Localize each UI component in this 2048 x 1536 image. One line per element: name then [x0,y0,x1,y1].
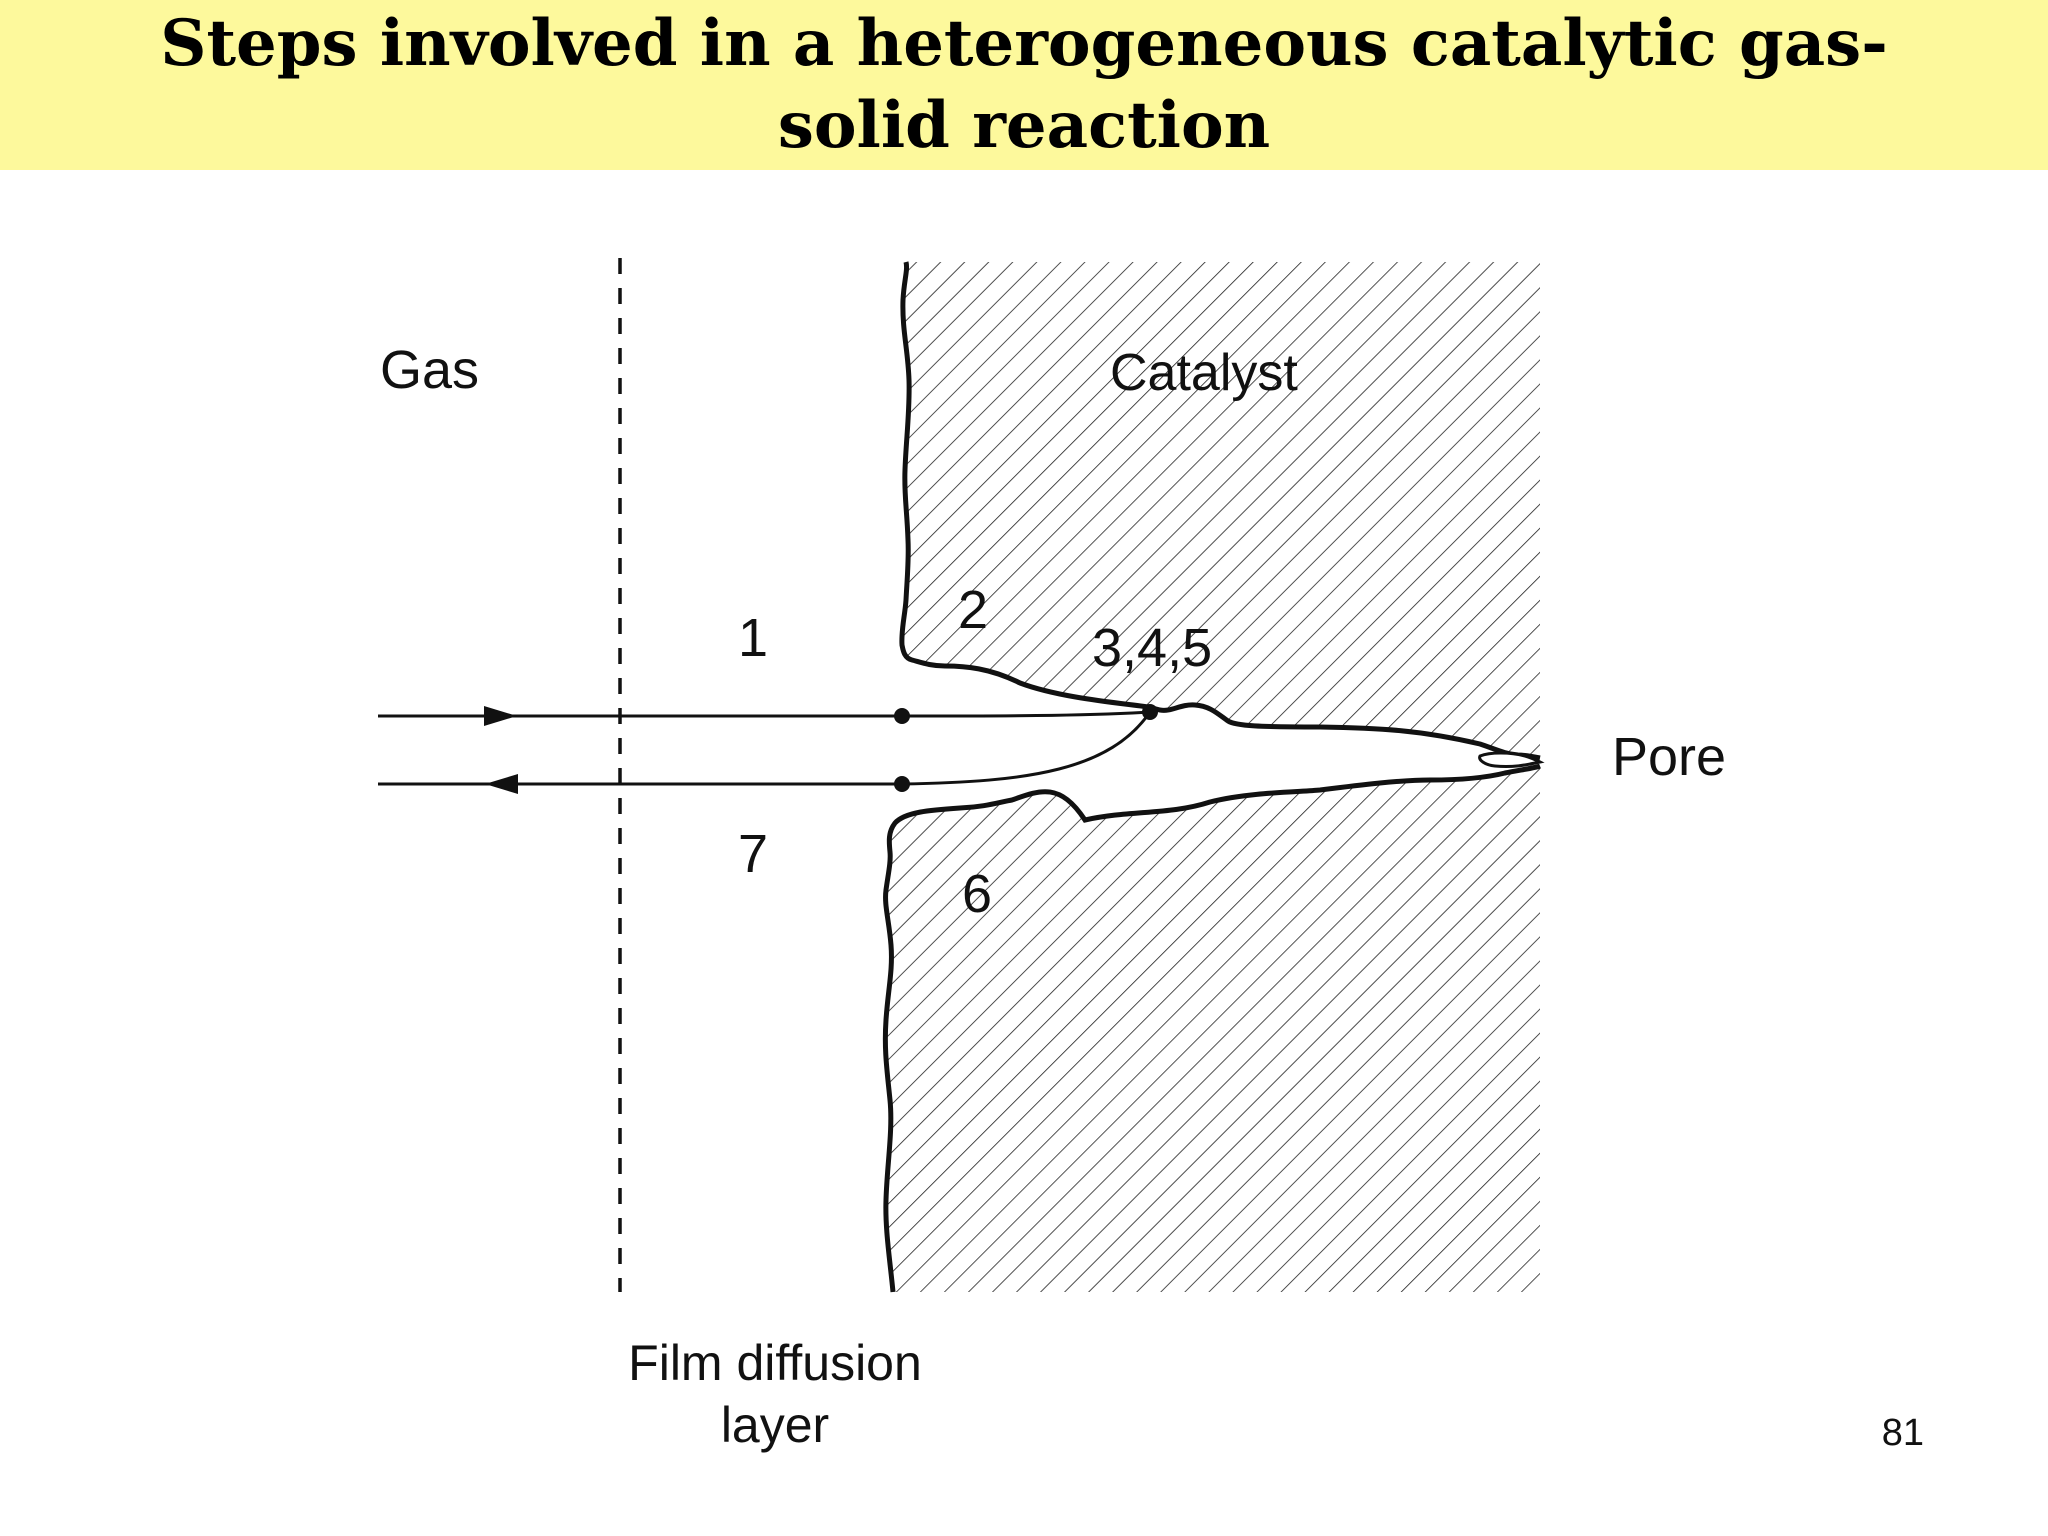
reaction-site-dot [1142,704,1158,720]
pore-tip [1478,751,1545,768]
catalyst-region-lower [885,766,1540,1292]
incoming-flow-into-pore [901,710,1151,718]
outgoing-flow-from-pore [901,711,1152,786]
page-number: 81 [1881,1412,1924,1454]
catalyst-outline-lower [882,763,1541,1293]
surface-entry-dot [894,708,910,724]
step-label-345: 3,4,5 [1092,618,1212,678]
catalyst-outline-upper [899,261,1541,761]
title-bar: Steps involved in a heterogeneous cataly… [0,0,2048,170]
slide-title: Steps involved in a heterogeneous cataly… [160,6,1888,163]
catalyst-region-upper [901,262,1540,758]
label-film-line2: layer [721,1397,829,1453]
incoming-arrowhead [484,706,517,726]
label-gas: Gas [380,340,479,400]
label-catalyst: Catalyst [1110,344,1298,402]
step-label-7: 7 [738,824,768,884]
step-label-1: 1 [738,608,768,668]
step-label-6: 6 [962,864,992,924]
step-label-2: 2 [958,580,988,640]
label-film-line1: Film diffusion [628,1335,922,1391]
label-pore: Pore [1612,727,1726,787]
outgoing-arrowhead [485,774,518,794]
surface-exit-dot [894,776,910,792]
